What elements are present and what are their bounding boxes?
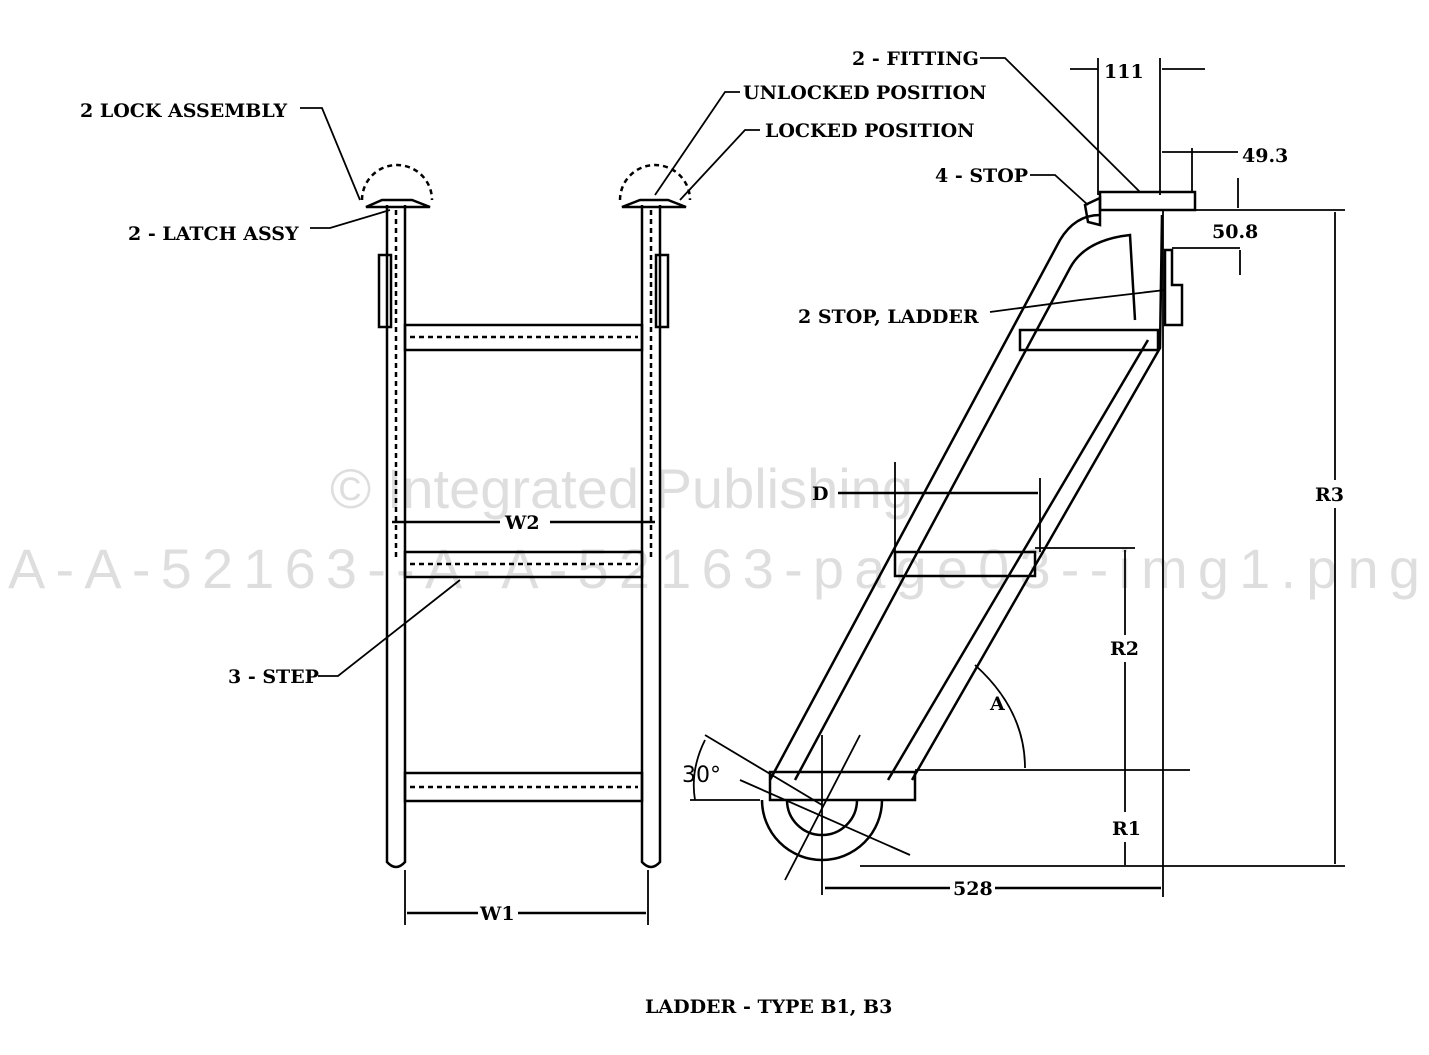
left-lock-assembly (365, 198, 431, 209)
leader-unlocked (654, 91, 740, 196)
dim-528: 528 (953, 878, 993, 900)
dim-r1: R1 (1112, 818, 1141, 840)
label-step: 3 - STEP (228, 666, 319, 688)
left-latch-sleeve (377, 253, 393, 329)
label-stop-ladder: 2 STOP, LADDER (798, 306, 979, 328)
label-locked-position: LOCKED POSITION (765, 120, 975, 142)
label-lock-assembly: 2 LOCK ASSEMBLY (80, 100, 287, 122)
leader-locked (679, 129, 760, 201)
rail-outer-inner (793, 233, 1137, 781)
front-view (300, 91, 760, 925)
rail-inner (886, 339, 1150, 781)
step-bottom (403, 771, 644, 803)
side-view (690, 57, 1345, 897)
dim-w2: W2 (504, 512, 540, 534)
dim-50-8: 50.8 (1212, 221, 1258, 243)
stop-ladder (1163, 248, 1184, 327)
right-lock-unlocked (618, 163, 692, 201)
label-stop: 4 - STOP (935, 165, 1028, 187)
dim-angle-30: 30° (682, 763, 721, 788)
center-line (739, 779, 911, 856)
side-step-middle (893, 550, 1037, 578)
leader-lock (300, 107, 361, 201)
dim-r3: R3 (1315, 484, 1344, 506)
center-line (784, 734, 861, 881)
dim-w1: W1 (479, 903, 515, 925)
angle-line (704, 734, 823, 806)
leader-latch (310, 209, 391, 229)
dim-angle-a: A (989, 693, 1005, 715)
angle-30-arc (692, 739, 706, 801)
step-top (403, 323, 644, 352)
caption: LADDER - TYPE B1, B3 (645, 996, 892, 1018)
right-rail (640, 205, 662, 869)
label-fitting: 2 - FITTING (852, 48, 979, 70)
side-step-top (1018, 328, 1160, 352)
rail-outer (768, 213, 1101, 781)
leader-fitting (980, 57, 1141, 193)
label-latch-assy: 2 - LATCH ASSY (128, 223, 299, 245)
right-latch-sleeve (654, 253, 670, 329)
label-unlocked-position: UNLOCKED POSITION (743, 82, 986, 104)
leader-step (318, 579, 461, 677)
angle-a-arc (974, 664, 1026, 769)
dim-r2: R2 (1110, 638, 1139, 660)
watermark-line1: © Integrated Publishing (330, 457, 913, 520)
fitting (1098, 190, 1197, 212)
watermark-line2: A-A-52163--A-A-52163-page03--img1.png (8, 537, 1420, 600)
side-step-bottom (768, 770, 917, 802)
dim-111: 111 (1104, 61, 1144, 83)
left-rail (385, 205, 407, 869)
leader-stop (1030, 174, 1089, 206)
right-lock-assembly (621, 198, 687, 209)
dim-49-3: 49.3 (1242, 145, 1288, 167)
rail-inner-2 (910, 214, 1164, 781)
stop (1083, 196, 1102, 227)
dim-d: D (812, 483, 828, 505)
leader-stop-ladder (989, 289, 1166, 313)
left-lock-unlocked (360, 163, 434, 201)
step-middle (403, 550, 644, 579)
